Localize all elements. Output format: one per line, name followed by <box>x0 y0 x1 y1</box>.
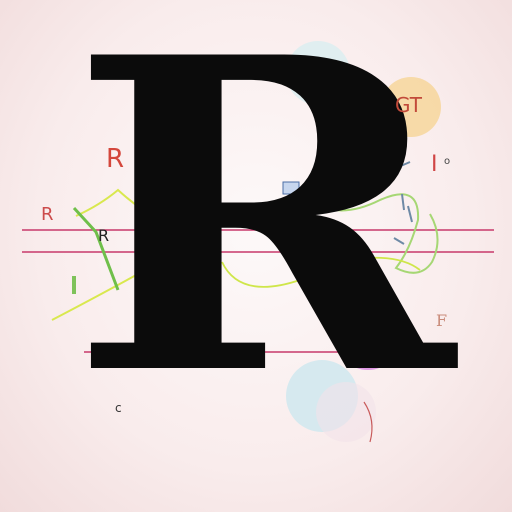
main-letter-r: R <box>69 0 455 470</box>
green-curve-right <box>299 189 439 274</box>
green-stroke-left <box>72 206 120 291</box>
tiny-marks-right <box>393 161 413 245</box>
small-letter-r-top: R <box>106 144 125 174</box>
green-tick <box>72 276 76 294</box>
orb-text: GT <box>395 93 423 117</box>
blue-orb-top <box>286 41 350 105</box>
small-letter-r-left: R <box>41 204 54 225</box>
small-letter-r-on-line: R <box>98 226 110 245</box>
violet-orb <box>336 306 400 370</box>
orange-orb <box>381 77 441 137</box>
lime-curve-right <box>221 256 421 288</box>
small-letter-o: o <box>444 156 451 167</box>
small-letter-i: I <box>431 152 438 177</box>
thin-red-arc <box>363 401 373 443</box>
small-letter-c: c <box>115 401 122 415</box>
small-square <box>282 181 300 195</box>
faint-orb-bottom <box>316 382 376 442</box>
small-letter-f: F <box>436 311 448 330</box>
lime-curve-left <box>51 188 163 321</box>
